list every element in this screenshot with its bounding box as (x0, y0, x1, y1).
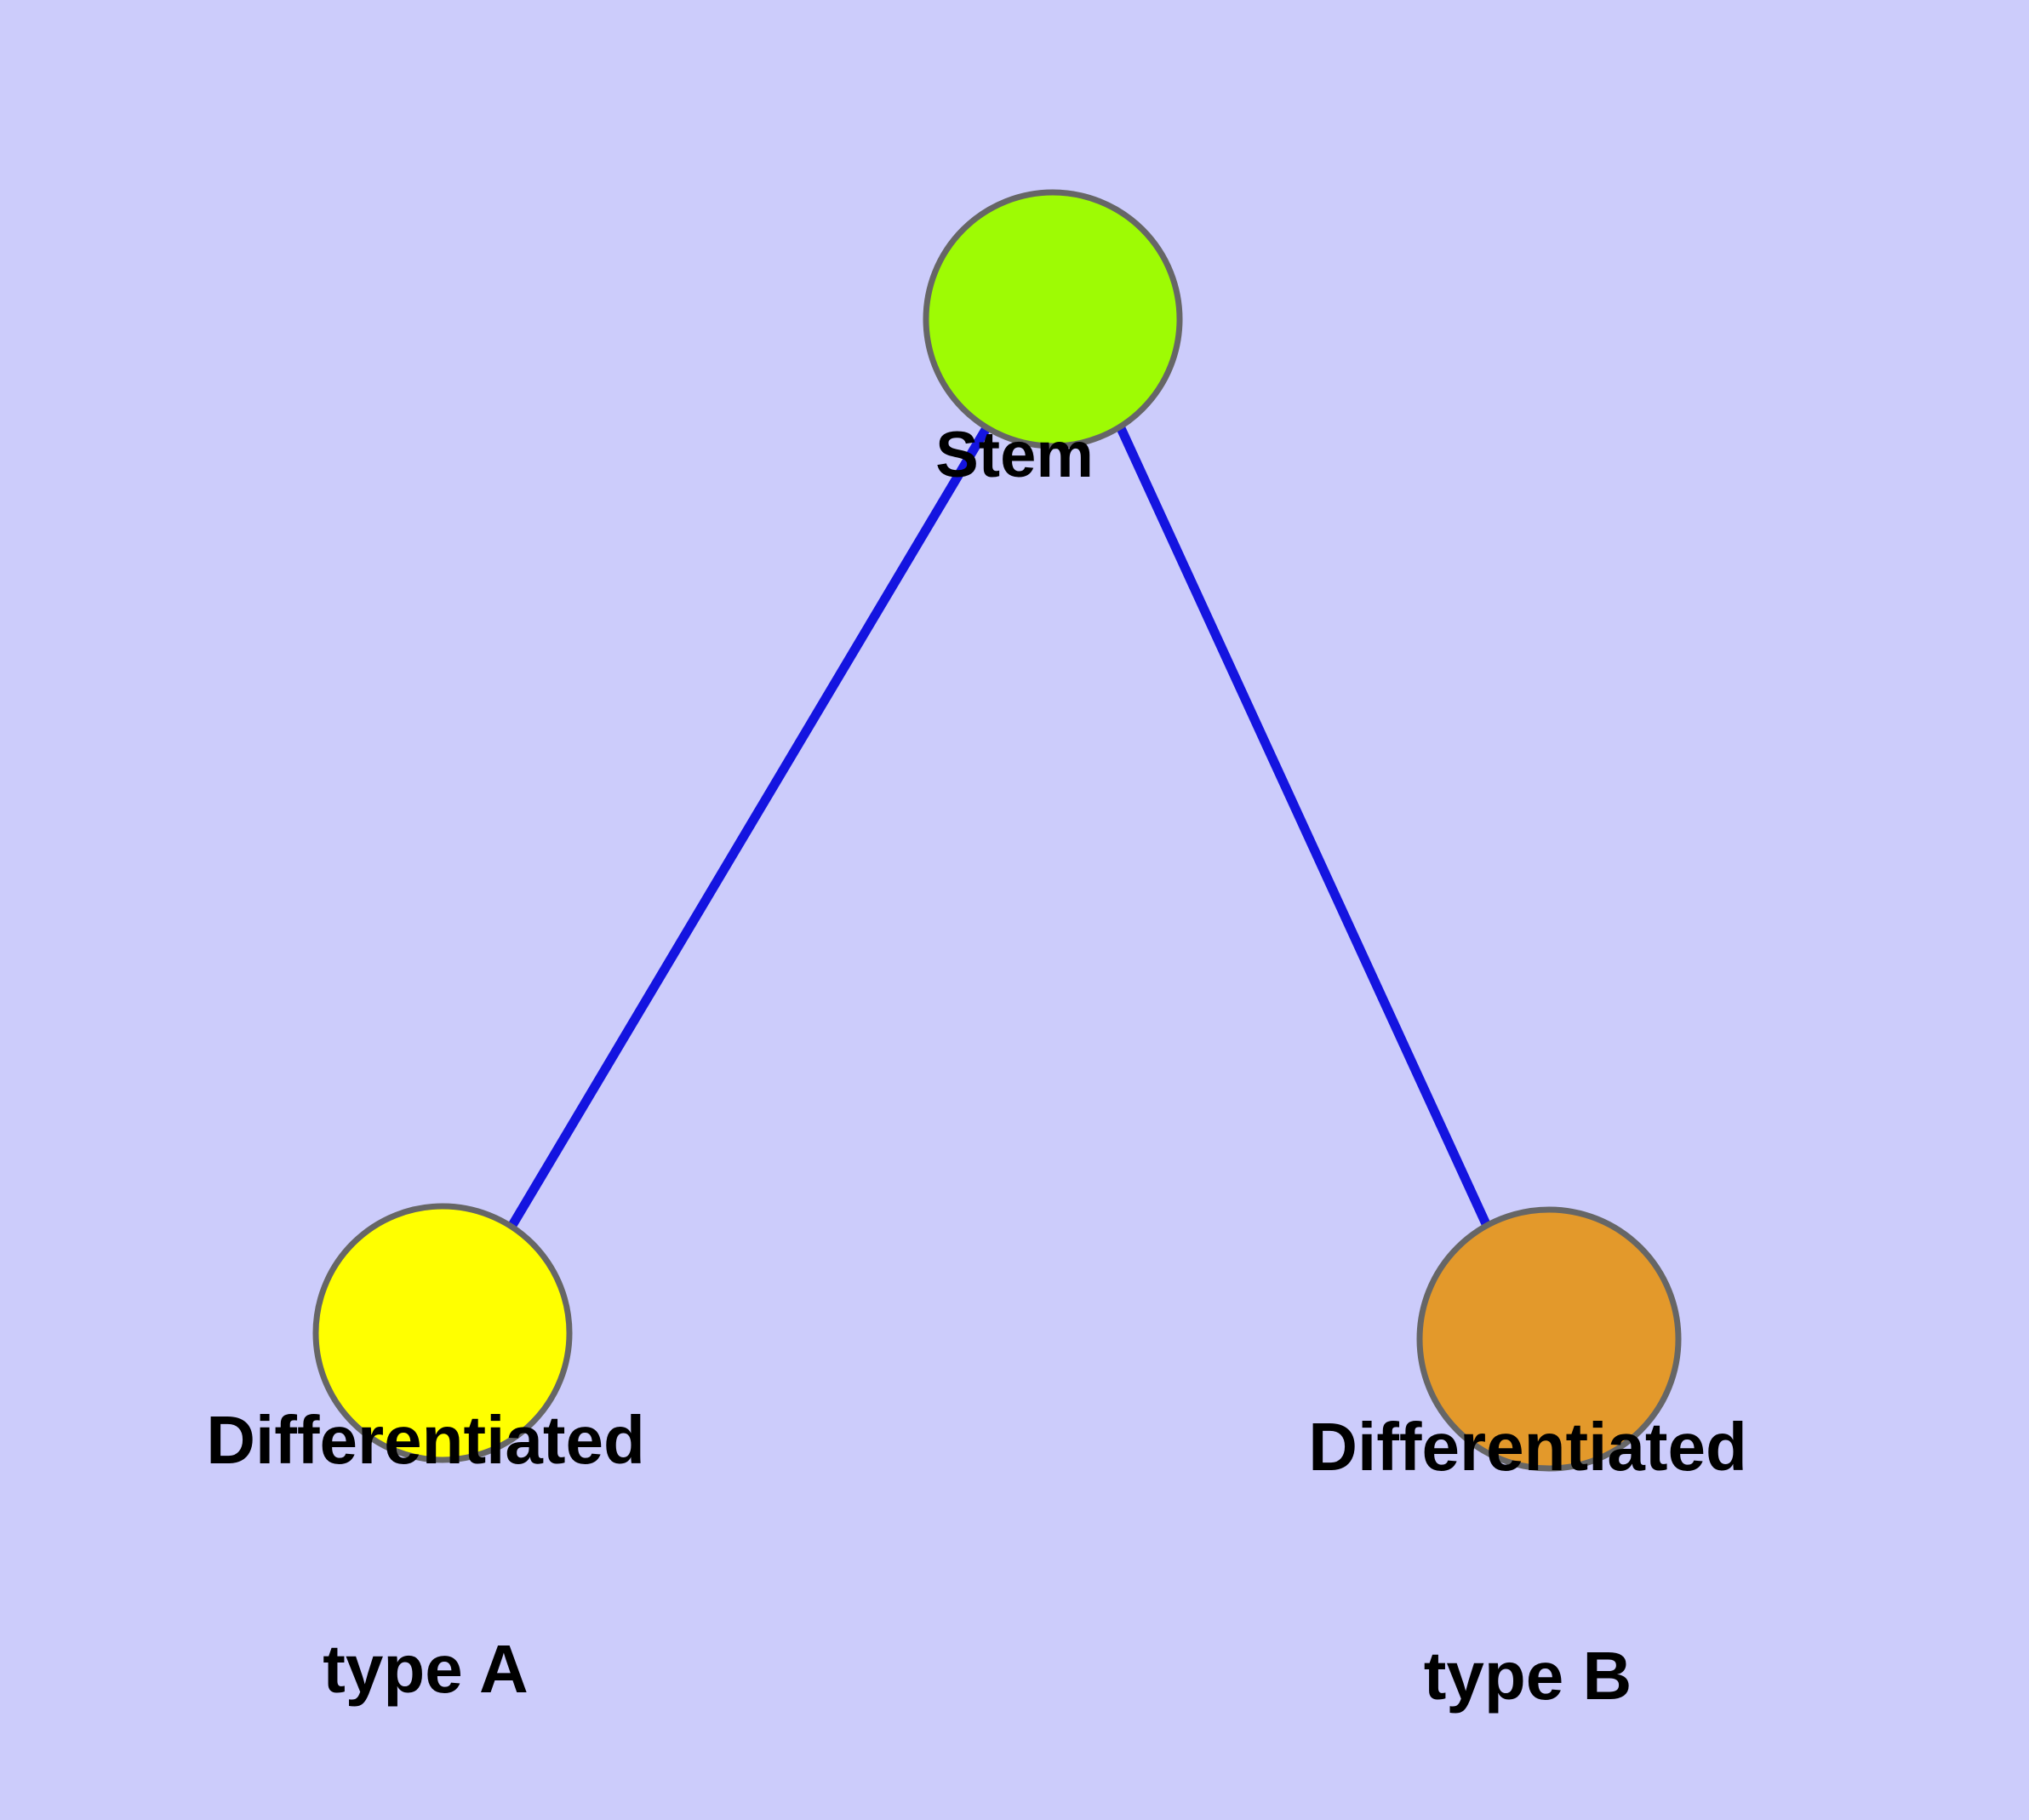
node-stem[interactable] (923, 189, 1183, 449)
node-differentiated-type-a[interactable] (312, 1203, 573, 1463)
edge-layer (507, 426, 1491, 1229)
node-layer (312, 189, 1682, 1472)
node-differentiated-type-b[interactable] (1416, 1206, 1682, 1472)
edge-stem-to-diff-b[interactable] (1117, 426, 1491, 1228)
edge-stem-to-diff-a[interactable] (507, 426, 991, 1229)
